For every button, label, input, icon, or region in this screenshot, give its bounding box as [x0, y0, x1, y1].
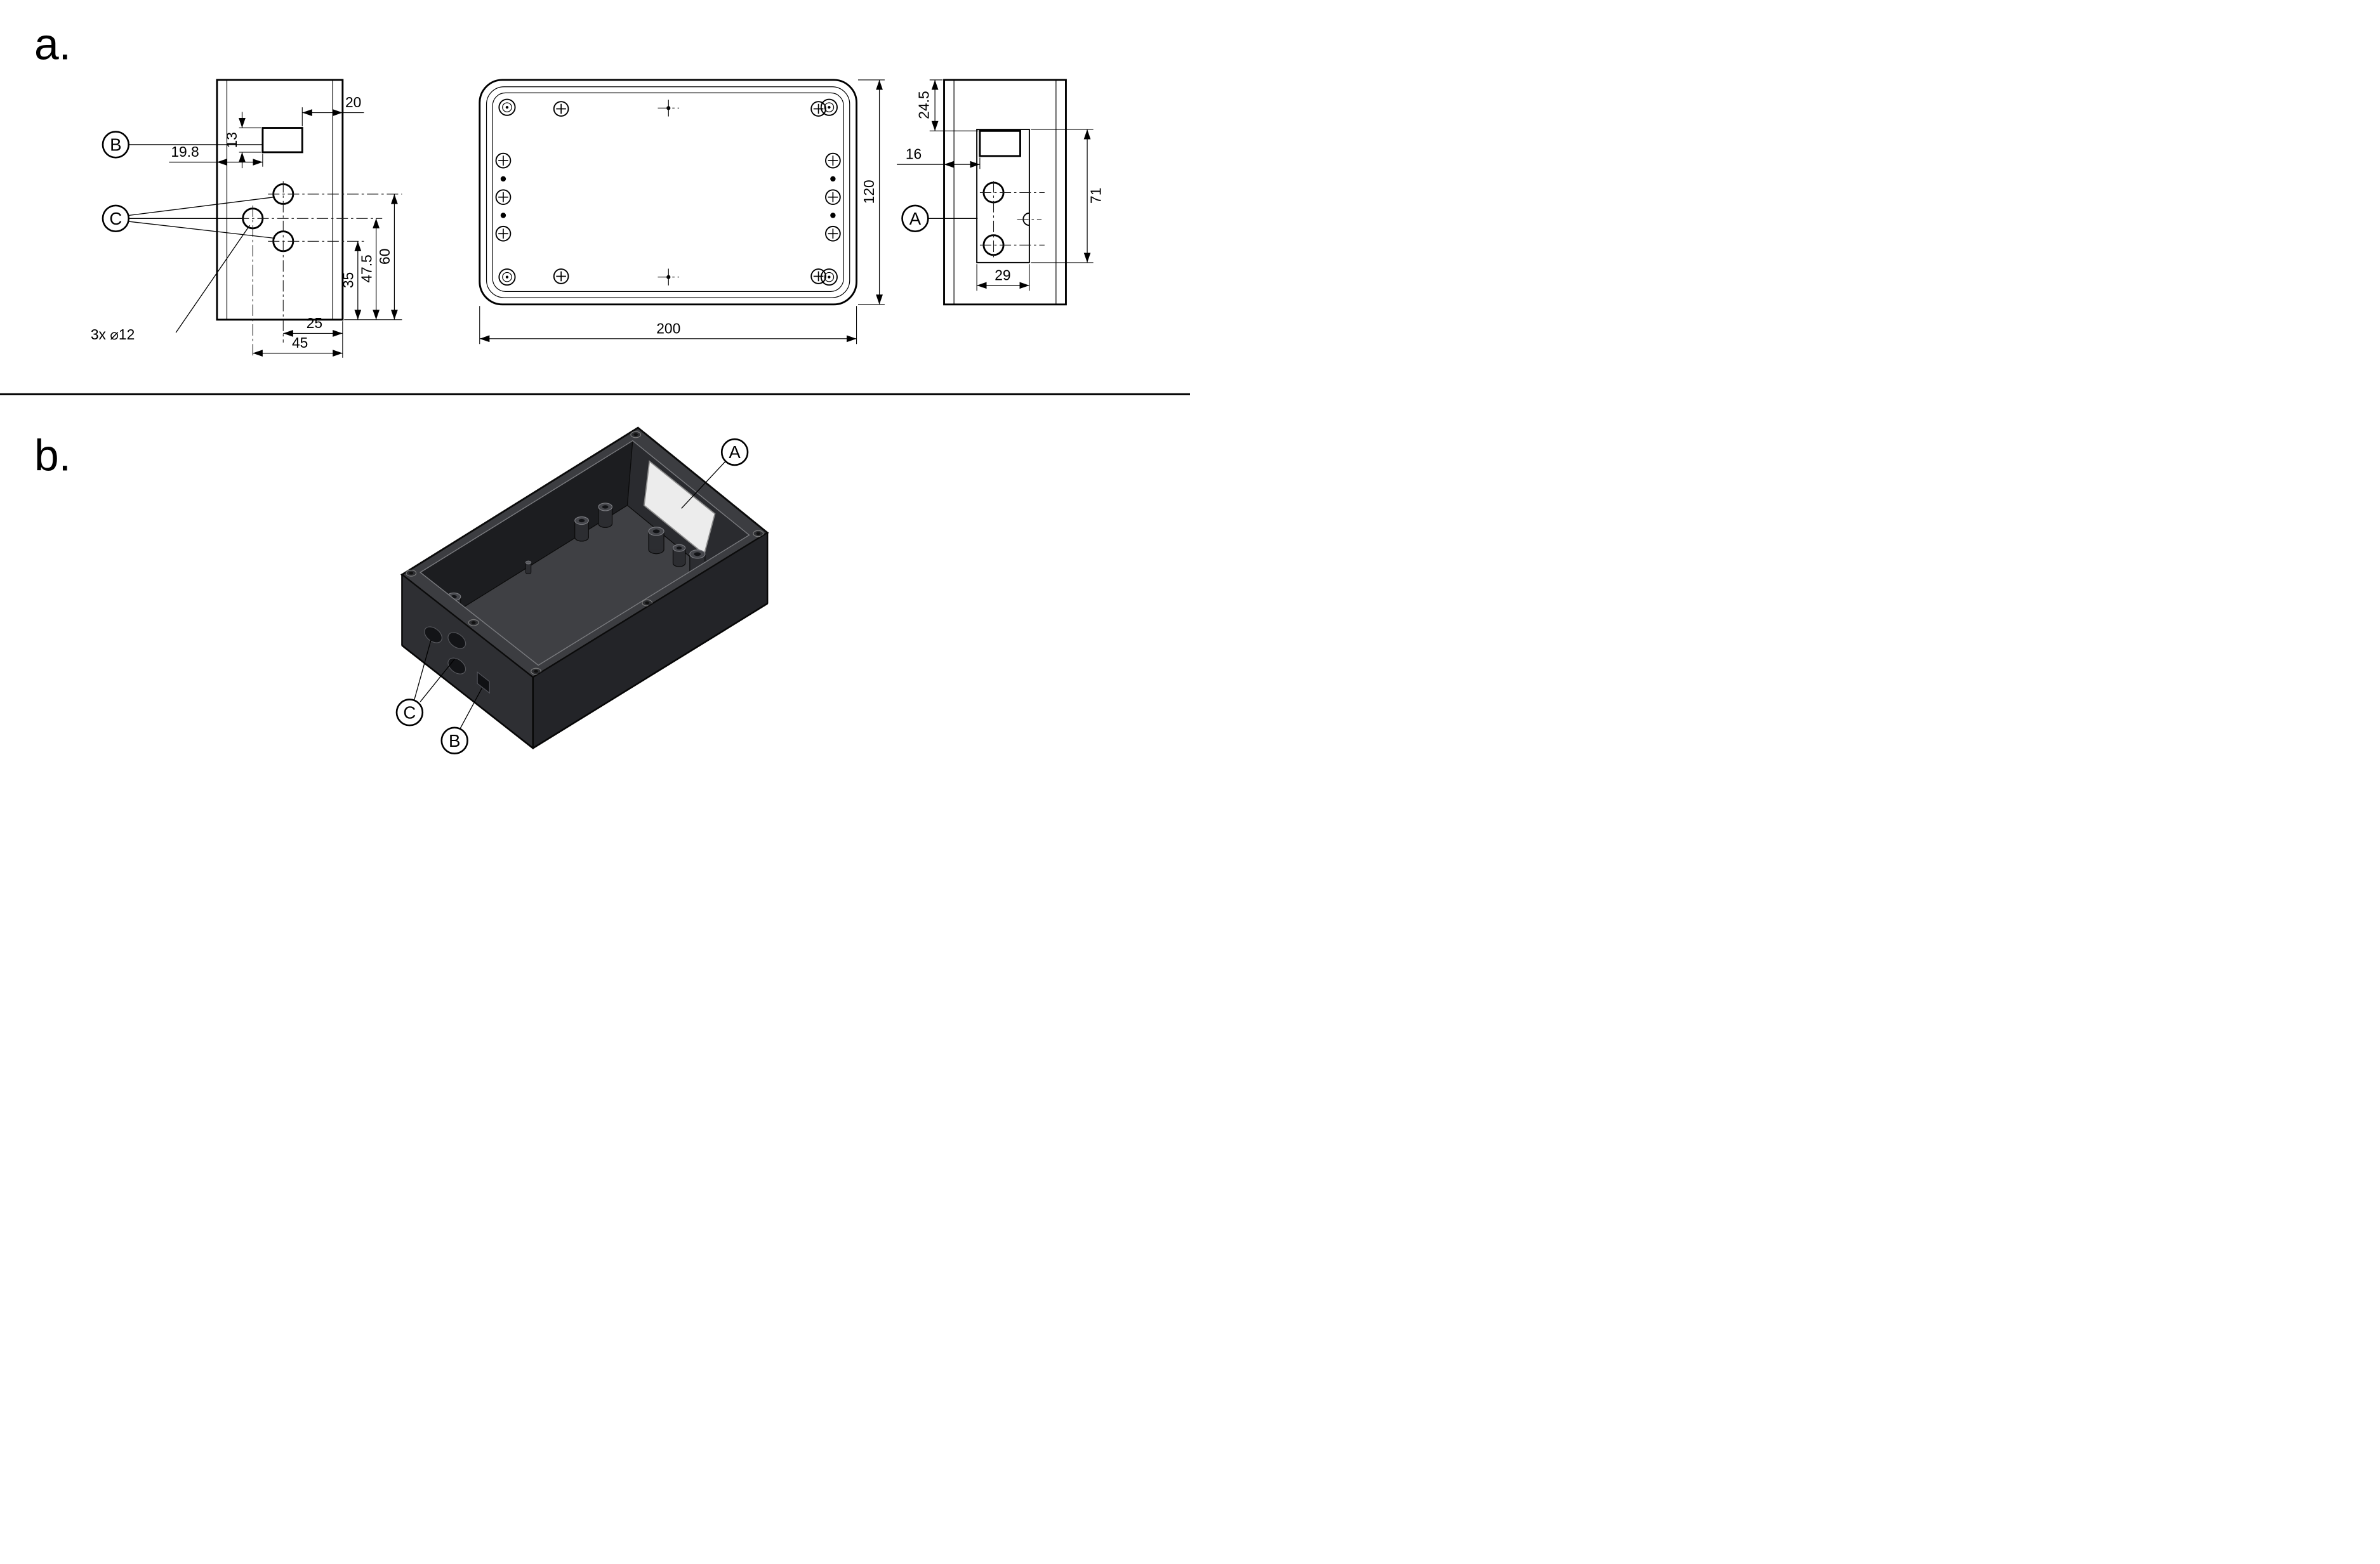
drawing-page: a.: [0, 0, 1190, 782]
center-marks: [658, 100, 680, 286]
iso-callout-a-label: A: [729, 442, 741, 462]
dim-45-label: 45: [292, 334, 308, 351]
dim-cutout-top: 24.5: [916, 79, 979, 131]
dim-19-8-label: 19.8: [171, 143, 199, 160]
right-view-centerlines: [979, 181, 1045, 258]
iso-callout-a: A: [681, 438, 749, 509]
floor-pin: [525, 560, 532, 574]
iso-display-cutout: [477, 671, 490, 694]
dim-120-label: 120: [861, 180, 877, 204]
corner-screws: [498, 98, 838, 286]
right-view: 24.5 16 71 29: [897, 79, 1104, 306]
dim-60-label: 60: [376, 249, 393, 265]
dim-20-label: 20: [345, 94, 361, 110]
iso-view: A C B: [395, 426, 769, 754]
section-b: b.: [34, 426, 769, 754]
iso-callout-c-label: C: [403, 702, 416, 722]
holes-note-label: 3x ⌀12: [91, 326, 135, 343]
left-view-outline: [216, 79, 344, 321]
callout-b: B: [102, 131, 263, 159]
callout-b-label: B: [110, 135, 121, 155]
dim-length: 200: [479, 306, 857, 345]
dim-200-label: 200: [656, 320, 680, 336]
iso-callout-a-circle: [720, 438, 749, 466]
dim-hole-columns: 25 45: [253, 315, 343, 358]
callout-a-label: A: [909, 209, 922, 228]
dim-25-label: 25: [307, 315, 322, 331]
dim-35-label: 35: [340, 272, 357, 288]
dim-panel-width: 29: [976, 264, 1030, 291]
dim-cutout-left: 16: [897, 146, 981, 169]
dim-29-label: 29: [995, 266, 1010, 283]
right-view-outline: [943, 79, 1067, 306]
iso-callout-c: C: [395, 640, 455, 726]
holes-note: 3x ⌀12: [91, 225, 251, 343]
right-view-edge-tangents: [953, 79, 1057, 305]
display-cutout-right: [979, 129, 1021, 157]
top-view-outline: [479, 79, 858, 306]
dim-24-5-label: 24.5: [916, 91, 932, 119]
lid-screws: [553, 101, 826, 284]
recessed-panel: [976, 128, 1030, 263]
dim-cutout-height: 13: [223, 112, 261, 169]
dim-panel-height: 71: [1031, 129, 1104, 263]
iso-callout-c-circle: [395, 699, 424, 726]
callout-c: C: [102, 197, 275, 239]
callout-a-circle: [901, 204, 929, 233]
top-view: 200 120: [479, 79, 885, 345]
dim-16-label: 16: [906, 146, 922, 162]
left-view-edge-tangents: [226, 79, 333, 320]
corner-edges: [401, 532, 769, 749]
section-b-label: b.: [34, 430, 71, 480]
left-view-centerlines: [237, 181, 402, 358]
dim-13-label: 13: [223, 132, 240, 148]
rim-inner-edge: [419, 440, 750, 666]
callout-c-label: C: [109, 209, 122, 228]
dim-hole-rows: 35 47.5 60: [340, 194, 402, 320]
iso-callout-b-label: B: [449, 731, 460, 751]
lid-edge-inner2: [492, 92, 844, 292]
boss-screws-right: [825, 152, 841, 242]
dim-47-5-label: 47.5: [358, 254, 374, 282]
dim-width: 120: [857, 79, 885, 305]
section-a-label: a.: [34, 20, 71, 69]
boss-screws-left: [495, 152, 512, 242]
callout-a: A: [901, 204, 978, 233]
iso-callout-b-circle: [440, 726, 468, 754]
lid-edge-inner: [486, 86, 850, 298]
section-a: a.: [34, 20, 1104, 358]
dim-cutout-offset: 19.8: [169, 143, 263, 167]
iso-callout-b: B: [440, 688, 482, 754]
dim-cutout-width: 20: [301, 94, 364, 127]
rim-screw-holes: [406, 431, 764, 675]
left-view: 20 13 19.8 25 45: [91, 79, 402, 358]
display-cutout: [261, 127, 303, 154]
callout-c-circle: [102, 204, 130, 233]
dim-71-label: 71: [1088, 188, 1104, 204]
technical-drawing: a.: [0, 20, 1190, 754]
callout-b-circle: [102, 131, 130, 159]
